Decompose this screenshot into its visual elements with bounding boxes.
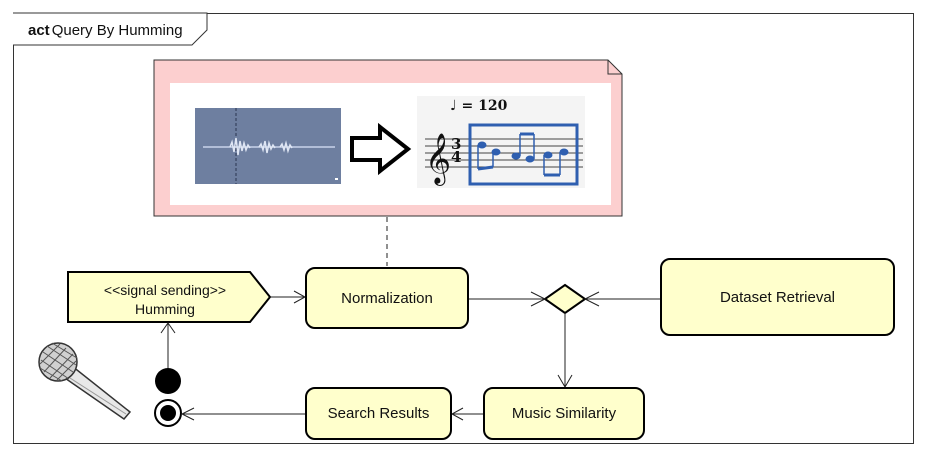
action-search-results[interactable]: Search Results <box>305 387 452 440</box>
arrowhead <box>450 407 464 421</box>
svg-text:𝄞: 𝄞 <box>425 133 451 186</box>
action-dataset-retrieval[interactable]: Dataset Retrieval <box>660 258 895 336</box>
time-signature-bottom: 4 <box>451 148 462 166</box>
frame-title: Query By Humming <box>51 22 183 39</box>
action-normalization[interactable]: Normalization <box>305 267 469 329</box>
signal-stereotype: <<signal sending>> <box>103 282 227 298</box>
time-signature: 3 4 <box>451 135 462 166</box>
diagram-frame <box>13 13 914 444</box>
arrowhead <box>530 291 547 307</box>
note-fold <box>607 60 622 75</box>
final-node-inner <box>160 405 176 421</box>
sheet-music-image: 𝄞 <box>417 96 585 188</box>
arrowhead <box>160 322 176 334</box>
waveform-svg <box>203 108 338 184</box>
waveform-image <box>195 108 341 184</box>
time-signature-top: 3 <box>451 135 462 153</box>
signal-sending-shape <box>67 271 272 323</box>
action-music-similarity[interactable]: Music Similarity <box>483 387 645 440</box>
sheet-music-svg: 𝄞 <box>425 123 583 186</box>
control-flows <box>160 290 660 421</box>
signal-sending-label: <<signal sending>> Humming <box>70 281 260 319</box>
tempo-marking: ♩ = 120 <box>450 98 508 114</box>
signal-name: Humming <box>135 301 195 317</box>
right-arrow-icon <box>350 122 412 176</box>
arrowhead <box>583 291 600 307</box>
initial-node <box>155 368 181 394</box>
frame-name-tab <box>13 12 208 46</box>
arrowhead <box>180 407 195 421</box>
microphone-icon <box>38 342 132 421</box>
frame-keyword: act <box>28 22 50 39</box>
